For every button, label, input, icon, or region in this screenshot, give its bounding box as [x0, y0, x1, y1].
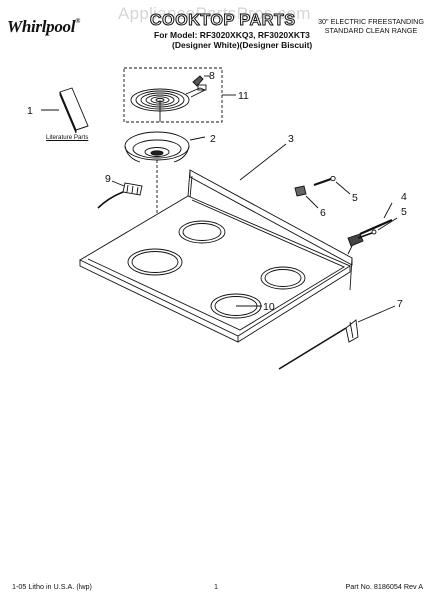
model-numbers: For Model: RF3020XKQ3, RF3020XKT3 (Desig…	[154, 30, 314, 50]
page-title: COOKTOP PARTS	[150, 12, 296, 30]
callout-5-upper: 5	[352, 192, 358, 204]
leader-9	[111, 180, 125, 187]
footer-page-number: 1	[214, 582, 218, 591]
literature-parts-label: Literature Parts	[46, 134, 89, 141]
callout-11: 11	[238, 90, 249, 102]
callout-9: 9	[105, 173, 111, 185]
leader-2	[189, 136, 206, 141]
callout-8: 8	[209, 70, 215, 82]
terminal-block	[97, 182, 143, 209]
callout-3: 3	[288, 133, 294, 145]
range-line-2: STANDARD CLEAN RANGE	[324, 26, 418, 35]
leader-6	[305, 195, 319, 209]
callout-1: 1	[27, 105, 33, 117]
footer-part-number: Part No. 8186054 Rev A	[345, 582, 423, 591]
callout-5-lower: 5	[401, 206, 407, 218]
drip-bowl	[124, 131, 190, 163]
leader-4	[383, 202, 393, 219]
brand-name: Whirlpool	[7, 17, 76, 36]
model-line-1: For Model: RF3020XKQ3, RF3020XKT3	[154, 30, 310, 40]
screw-lower	[357, 229, 377, 239]
leader-3	[239, 143, 287, 181]
element-clip	[192, 75, 204, 87]
callout-6: 6	[320, 207, 326, 219]
cooktop-panel	[79, 169, 353, 343]
brand-logo: Whirlpool®	[7, 17, 80, 37]
callout-2: 2	[210, 133, 216, 145]
screw-upper	[313, 175, 336, 186]
cooktop-hinge	[347, 218, 393, 255]
hinge-clip	[294, 185, 307, 197]
literature-booklet	[59, 87, 89, 134]
callout-7: 7	[397, 298, 403, 310]
leader-5-upper	[335, 181, 351, 195]
callout-4: 4	[401, 191, 407, 203]
support-rod	[278, 319, 359, 370]
range-description: 30" ELECTRIC FREESTANDING STANDARD CLEAN…	[312, 17, 430, 35]
footer-litho: 1-05 Litho in U.S.A. (lwp)	[12, 582, 92, 591]
registered-mark: ®	[75, 17, 81, 25]
callout-10: 10	[263, 301, 275, 313]
surface-element	[130, 84, 207, 122]
watermark: AppliancePartsPros.com	[118, 4, 311, 23]
range-line-1: 30" ELECTRIC FREESTANDING	[318, 17, 424, 26]
leader-5-lower	[377, 217, 398, 231]
model-line-2: (Designer White)(Designer Biscuit)	[172, 40, 313, 50]
leader-7	[357, 305, 396, 323]
